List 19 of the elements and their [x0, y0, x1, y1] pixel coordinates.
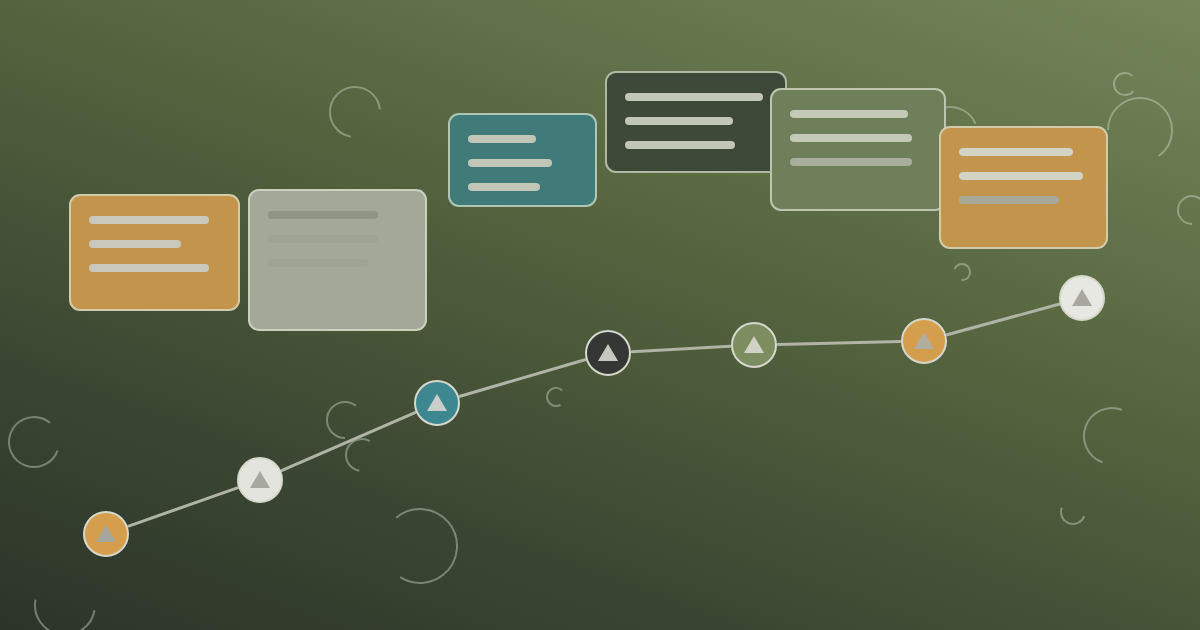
- timeline-marker: [237, 457, 283, 503]
- card: [448, 113, 597, 207]
- card: [939, 126, 1108, 249]
- connector-line: [280, 411, 417, 472]
- card: [69, 194, 240, 311]
- timeline-marker: [901, 318, 947, 364]
- timeline-marker: [585, 330, 631, 376]
- connector-line: [776, 340, 902, 346]
- timeline-marker: [414, 380, 460, 426]
- connector-line: [458, 358, 587, 398]
- connector-line: [127, 486, 239, 528]
- connector-line: [945, 302, 1061, 337]
- card: [605, 71, 787, 173]
- timeline-marker: [83, 511, 129, 557]
- timeline-marker: [1059, 275, 1105, 321]
- connector-line: [630, 344, 732, 354]
- card: [770, 88, 946, 211]
- timeline-marker: [731, 322, 777, 368]
- card: [248, 189, 427, 331]
